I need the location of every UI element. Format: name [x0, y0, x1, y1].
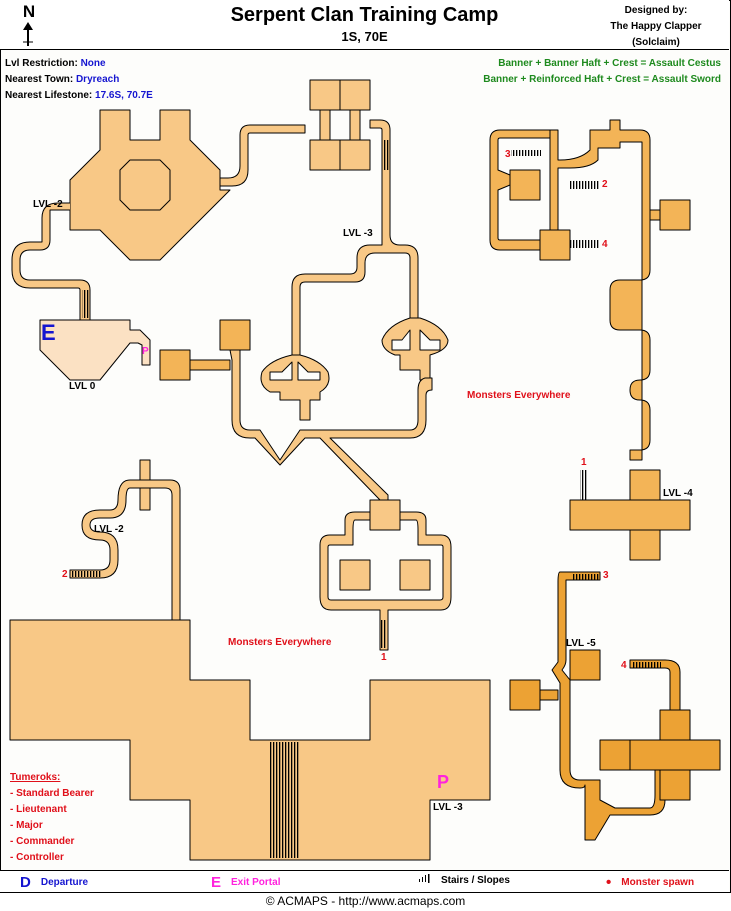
lvl-2-octagon-hall: [11, 109, 306, 321]
header-bar: N Serpent Clan Training Camp 1S, 70E Des…: [0, 0, 729, 50]
stair-number: 1: [381, 652, 387, 663]
recipe-item: Banner + Reinforced Haft + Crest = Assau…: [483, 74, 721, 85]
lvl-3-great-hall: [9, 619, 491, 861]
level-label: LVL -2: [94, 524, 124, 535]
level-label: LVL -3: [433, 802, 463, 813]
tumeroks-list: Tumeroks: - Standard Bearer - Lieutenant…: [10, 770, 94, 866]
stair-number: 3: [505, 149, 511, 160]
north-label: N: [22, 2, 36, 21]
legend-exit-portal: E Exit Portal: [211, 874, 280, 891]
twin-rooms-top: [309, 79, 371, 171]
level-label: LVL -5: [566, 638, 596, 649]
spawn-label: Monster spawn: [621, 877, 695, 888]
stair-number: 3: [603, 570, 609, 581]
footer-copyright: © ACMAPS - http://www.acmaps.com: [265, 894, 466, 908]
corridor: [219, 124, 306, 187]
lvl-restriction-row: Lvl Restriction: None: [5, 56, 153, 72]
lvl-upper-right-complex: [489, 119, 691, 461]
stair-number: 1: [581, 457, 587, 468]
stair-number: 4: [621, 660, 627, 671]
stair-center-1: [381, 620, 387, 648]
stair-number: 2: [62, 569, 68, 580]
exit-key: E: [211, 874, 222, 891]
level-label: LVL -2: [33, 199, 63, 210]
recipe-item: Banner + Banner Haft + Crest = Assault C…: [498, 58, 721, 69]
stairs-lvl2-2: [72, 571, 102, 577]
tumerok-item: - Major: [10, 820, 43, 831]
corridor-south-loops: [229, 349, 433, 501]
tumeroks-heading: Tumeroks:: [10, 772, 61, 783]
lvl-2-s-corridor: [69, 459, 181, 621]
lvl0-entry-room: [39, 319, 151, 381]
monsters-note: Monsters Everywhere: [467, 390, 571, 401]
stair-number: 2: [602, 179, 608, 190]
portal-marker: P: [437, 772, 450, 792]
dungeon-info: Lvl Restriction: None Nearest Town: Dryr…: [5, 56, 153, 104]
exit-portal-marker: E: [41, 320, 56, 345]
nearest-lifestone-label: Nearest Lifestone:: [5, 90, 93, 101]
lvl-restriction-value: None: [80, 58, 106, 69]
corridor-east-top: [291, 119, 419, 361]
stair-number: 4: [602, 239, 608, 250]
nearest-town-value: Dryreach: [75, 74, 120, 85]
nearest-town-row: Nearest Town: Dryreach: [5, 72, 153, 88]
north-arrow-icon: [23, 22, 33, 46]
designer-credit: Designed by: The Happy Clapper (Solclaim…: [591, 3, 721, 51]
level-label: LVL -4: [663, 488, 693, 499]
west-side-rooms: [159, 319, 251, 381]
map-title: Serpent Clan Training Camp: [230, 4, 499, 26]
tumerok-item: - Lieutenant: [10, 804, 67, 815]
nearest-town-label: Nearest Town:: [5, 74, 74, 85]
monsters-note: Monsters Everywhere: [228, 637, 332, 648]
designer-line-2: The Happy Clapper: [610, 21, 702, 32]
exit-label: Exit Portal: [231, 877, 281, 888]
nearest-lifestone-row: Nearest Lifestone: 17.6S, 70.7E: [5, 88, 153, 104]
tumerok-item: - Commander: [10, 836, 75, 847]
lvl-3-loop-west: [260, 354, 330, 421]
spawn-dot-icon: •: [606, 874, 612, 891]
stairs-east-top: [384, 140, 389, 170]
designer-line-3: (Solclaim): [632, 37, 680, 48]
nearest-lifestone-value: 17.6S, 70.7E: [95, 90, 153, 101]
lvl-4-cross: [569, 469, 691, 561]
stairs-lvl0: [82, 290, 89, 318]
tumerok-item: - Controller: [10, 852, 64, 863]
lvl-5-complex: [509, 571, 721, 841]
lvl-restriction-label: Lvl Restriction:: [5, 58, 78, 69]
recipe-list: Banner + Banner Haft + Crest = Assault C…: [483, 56, 721, 88]
lvl-3-loop-east: [381, 317, 449, 381]
departure-key: D: [20, 874, 31, 891]
departure-label: Departure: [40, 877, 89, 888]
portal-marker: P: [142, 346, 149, 357]
tumerok-item: - Standard Bearer: [10, 788, 94, 799]
inner-pillar: [119, 159, 171, 211]
legend-departure: D Departure: [20, 874, 88, 891]
legend-monster-spawn: • Monster spawn: [606, 874, 694, 891]
stairs-label: Stairs / Slopes: [441, 875, 510, 886]
legend-stairs: Stairs / Slopes: [419, 874, 510, 886]
map-coordinates: 1S, 70E: [341, 29, 388, 44]
designer-line-1: Designed by:: [624, 5, 688, 16]
level-label: LVL -3: [343, 228, 373, 239]
level-label: LVL 0: [69, 381, 96, 392]
stairs-icon: [419, 874, 430, 883]
